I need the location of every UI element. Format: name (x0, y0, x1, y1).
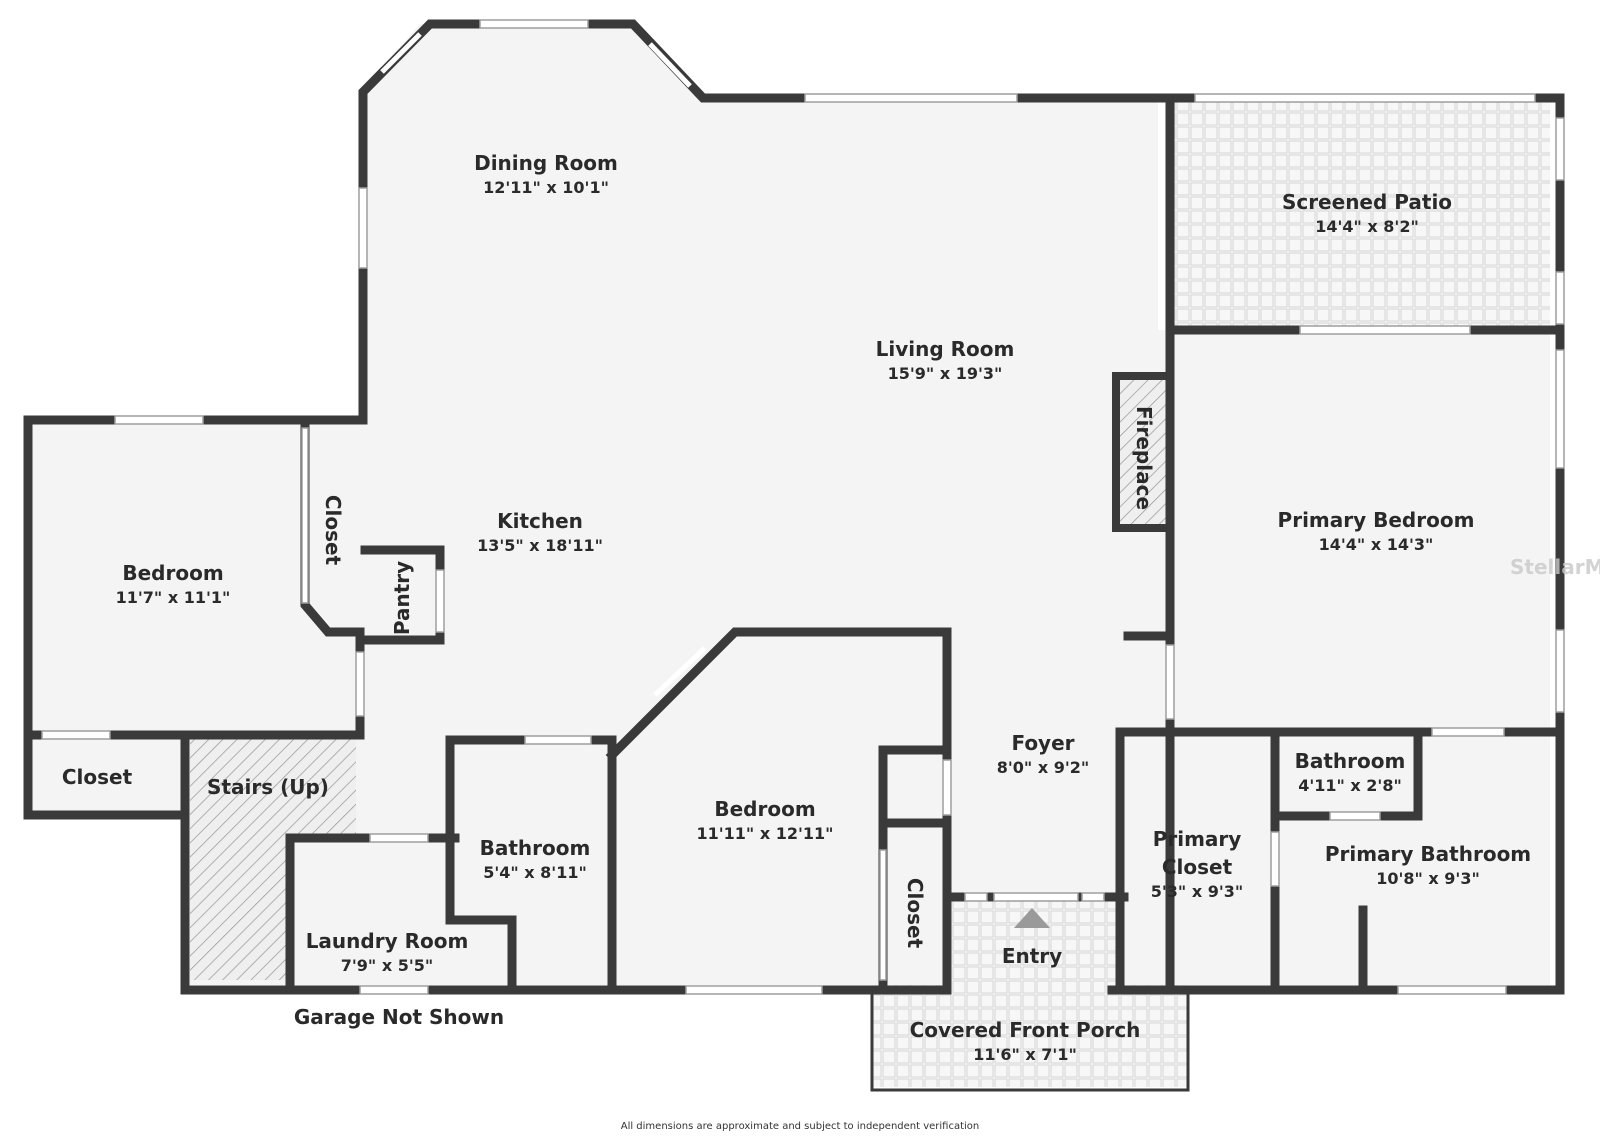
watermark-logo: StellarMLS (1510, 555, 1600, 579)
primary-bathroom-dim: 10'8" x 9'3" (1376, 869, 1480, 888)
closet-upper-label: Closet (321, 495, 345, 566)
living-room-label: Living Room (876, 337, 1015, 361)
primary-suite-floor (1158, 330, 1550, 985)
patio-floor (1166, 98, 1550, 330)
bedroom-left-dim: 11'7" x 11'1" (116, 588, 231, 607)
laundry-floor (290, 840, 508, 980)
footnote: All dimensions are approximate and subje… (621, 1121, 980, 1132)
foyer-dim: 8'0" x 9'2" (997, 758, 1089, 777)
primary-bedroom-label: Primary Bedroom (1278, 508, 1475, 532)
floors (28, 24, 1550, 1087)
stairs-label: Stairs (Up) (207, 775, 329, 799)
dining-room-dim: 12'11" x 10'1" (483, 178, 609, 197)
kitchen-label: Kitchen (497, 509, 583, 533)
angled-windows (380, 32, 707, 697)
bathroom-small-label: Bathroom (1295, 749, 1406, 773)
primary-closet-label-line2: Closet (1162, 855, 1233, 879)
garage-note: Garage Not Shown (294, 1005, 504, 1029)
windows (41, 19, 1565, 995)
fireplace-hatch (1120, 380, 1168, 525)
primary-bathroom-label: Primary Bathroom (1325, 842, 1531, 866)
primary-closet-label-line1: Primary (1153, 827, 1242, 851)
entry-arrow-icon (1014, 908, 1050, 928)
primary-closet-dim: 5'3" x 9'3" (1151, 882, 1243, 901)
porch-floor (872, 985, 1188, 1087)
pantry-label: Pantry (390, 561, 414, 635)
screened-patio-dim: 14'4" x 8'2" (1315, 217, 1419, 236)
bathroom-small-dim: 4'11" x 2'8" (1298, 776, 1402, 795)
closet-lower-left-label: Closet (62, 765, 133, 789)
kitchen-dim: 13'5" x 18'11" (477, 536, 603, 555)
bathroom-center-dim: 5'4" x 8'11" (483, 863, 587, 882)
foyer-label: Foyer (1011, 731, 1074, 755)
bedroom-center-label: Bedroom (714, 797, 815, 821)
lower-left-closet-floor (28, 730, 185, 812)
entry-label: Entry (1002, 944, 1062, 968)
living-room-dim: 15'9" x 19'3" (888, 364, 1003, 383)
bedroom-center-dim: 11'11" x 12'11" (697, 824, 834, 843)
closet-center-label: Closet (903, 878, 927, 949)
dining-room-label: Dining Room (474, 151, 618, 175)
porch-dim: 11'6" x 7'1" (973, 1045, 1077, 1064)
porch-label: Covered Front Porch (910, 1018, 1141, 1042)
laundry-room-dim: 7'9" x 5'5" (341, 956, 433, 975)
primary-bedroom-dim: 14'4" x 14'3" (1319, 535, 1434, 554)
bedroom-left-label: Bedroom (122, 561, 223, 585)
fireplace-label: Fireplace (1132, 406, 1156, 510)
laundry-room-label: Laundry Room (306, 929, 469, 953)
bathroom-center-label: Bathroom (480, 836, 591, 860)
screened-patio-label: Screened Patio (1282, 190, 1452, 214)
